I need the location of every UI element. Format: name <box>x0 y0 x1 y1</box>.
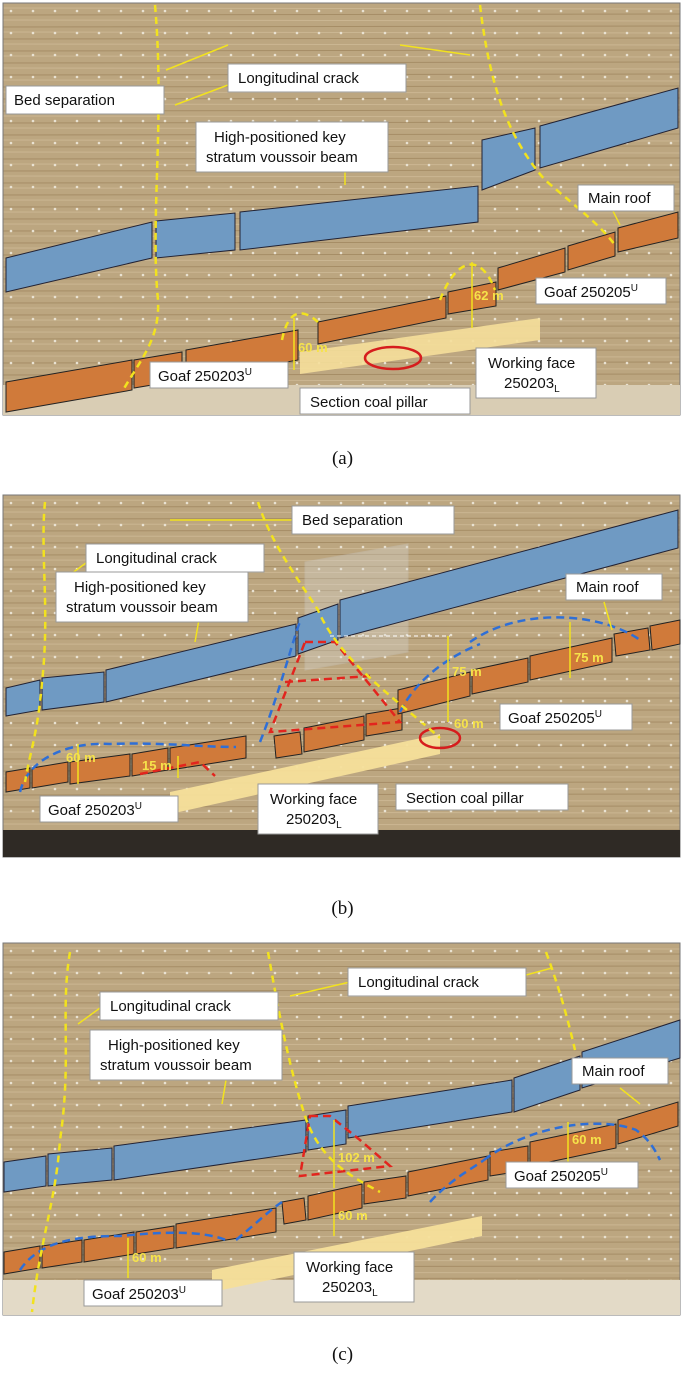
label-key-stratum-line2: stratum voussoir beam <box>206 149 358 166</box>
working-face-strip <box>170 734 440 814</box>
caving-zone-blue <box>18 1122 662 1271</box>
height-indicators <box>293 262 473 370</box>
height-value-62: 62 m <box>474 288 504 303</box>
label-goaf-250203: Goaf 250203U <box>92 1285 186 1303</box>
label-longitudinal-crack-right: Longitudinal crack <box>358 974 479 991</box>
coal-pillar-marker <box>363 345 423 371</box>
height-value-60: 60 m <box>298 340 328 355</box>
height-value-75-middle: 75 m <box>452 664 482 679</box>
panel-b-figure: 75 m 75 m 60 m 60 m 15 m Bed separation … <box>2 494 681 858</box>
label-goaf-250205: Goaf 250205U <box>508 709 602 727</box>
label-key-stratum-line1: High-positioned key <box>74 579 206 596</box>
caption-c: (c) <box>331 1344 354 1365</box>
label-main-roof: Main roof <box>576 579 639 596</box>
caving-zone-blue <box>18 616 641 793</box>
label-main-roof: Main roof <box>582 1063 645 1080</box>
label-goaf-250205: Goaf 250205U <box>514 1167 608 1185</box>
reference-lines <box>330 635 450 723</box>
label-boxes: Longitudinal crack Longitudinal crack Hi… <box>83 967 669 1307</box>
caption-a: (a) <box>331 448 354 469</box>
panel-c-figure: 102 m 60 m 60 m 60 m Longitudinal crack … <box>2 942 681 1316</box>
longitudinal-cracks <box>23 501 441 783</box>
label-working-face-line1: Working face <box>270 791 357 808</box>
label-section-coal-pillar: Section coal pillar <box>406 790 524 807</box>
panel-b: 75 m 75 m 60 m 60 m 15 m Bed separation … <box>0 492 685 862</box>
height-value-60-pillar: 60 m <box>454 716 484 731</box>
label-goaf-250205: Goaf 250205U <box>544 283 638 301</box>
label-key-stratum-line1: High-positioned key <box>108 1037 240 1054</box>
panel-c: 102 m 60 m 60 m 60 m Longitudinal crack … <box>0 940 685 1320</box>
label-working-face-line1: Working face <box>306 1259 393 1276</box>
height-value-60-middle: 60 m <box>338 1208 368 1223</box>
key-stratum-beam <box>5 87 679 293</box>
panel-a-figure: 62 m 60 m Bed separation Longitudinal cr… <box>2 2 681 416</box>
height-value-102: 102 m <box>338 1150 375 1165</box>
key-stratum-beam <box>3 1019 681 1193</box>
label-key-stratum-line2: stratum voussoir beam <box>66 599 218 616</box>
caving-zone-red <box>139 640 403 777</box>
label-working-face-line2: 250203L <box>322 1279 378 1299</box>
working-face-strip <box>300 318 540 374</box>
height-value-75-right: 75 m <box>574 650 604 665</box>
label-longitudinal-crack: Longitudinal crack <box>96 550 217 567</box>
label-goaf-250203: Goaf 250203U <box>158 367 252 385</box>
main-roof-blocks <box>5 619 681 793</box>
height-indicators <box>127 1120 569 1278</box>
caption-b: (b) <box>331 898 354 919</box>
label-boxes: Bed separation Longitudinal crack High-p… <box>5 63 675 415</box>
label-longitudinal-crack: Longitudinal crack <box>238 70 359 87</box>
height-value-60-left: 60 m <box>66 750 96 765</box>
height-value-60-left: 60 m <box>132 1250 162 1265</box>
panel-a: 62 m 60 m Bed separation Longitudinal cr… <box>0 0 685 420</box>
label-working-face-line1: Working face <box>488 355 575 372</box>
label-bed-separation: Bed separation <box>14 92 115 109</box>
key-stratum-beam <box>5 509 679 717</box>
label-goaf-250203: Goaf 250203U <box>48 801 142 819</box>
caving-zone-red <box>298 1114 393 1178</box>
height-indicators <box>77 622 571 784</box>
label-longitudinal-crack-left: Longitudinal crack <box>110 998 231 1015</box>
label-section-coal-pillar: Section coal pillar <box>310 394 428 411</box>
label-bed-separation: Bed separation <box>302 512 403 529</box>
main-roof-blocks <box>3 1101 679 1275</box>
label-key-stratum-line2: stratum voussoir beam <box>100 1057 252 1074</box>
coal-pillar-marker <box>418 726 462 750</box>
label-working-face-line2: 250203L <box>286 811 342 831</box>
label-main-roof: Main roof <box>588 190 651 207</box>
height-value-60-right: 60 m <box>572 1132 602 1147</box>
label-key-stratum-line1: High-positioned key <box>214 129 346 146</box>
height-value-15: 15 m <box>142 758 172 773</box>
label-working-face-line2: 250203L <box>504 375 560 395</box>
label-boxes: Bed separation Longitudinal crack High-p… <box>39 505 663 835</box>
longitudinal-cracks <box>120 4 616 393</box>
